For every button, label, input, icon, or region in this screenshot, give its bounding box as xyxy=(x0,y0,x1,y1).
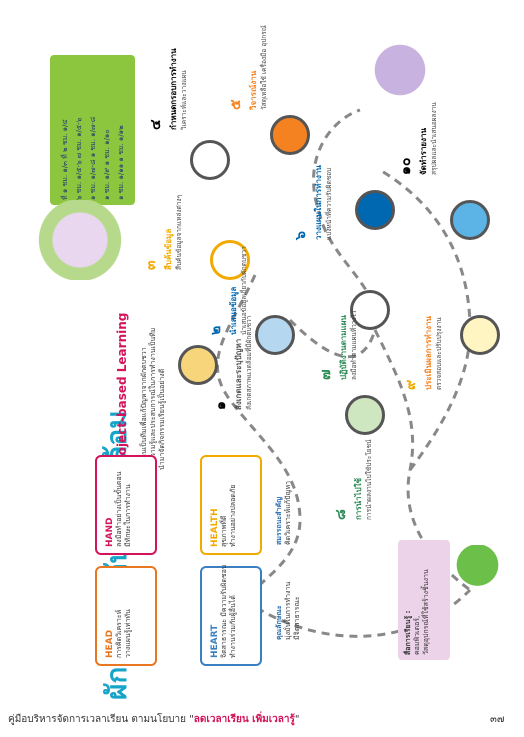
schedule-row: ๑ ชม. ๑/๑๑ ๑ ชม. ๑/๑๒ xyxy=(117,125,125,200)
health-card: HEALTH สุขภาพที่ดี ทำงานอย่างปลอดภัย xyxy=(200,455,262,555)
health-title: HEALTH xyxy=(210,508,220,547)
note-box: สื่อการเรียนรู้ : คอมพิวเตอร์, วัสดุอุปก… xyxy=(398,540,450,660)
step-3-icon xyxy=(210,240,250,280)
step-title: การนำไปใช้ xyxy=(354,477,363,520)
step-num: ๓ xyxy=(143,260,159,270)
step-1-icon xyxy=(178,345,218,385)
head-card: HEAD การคิดวิเคราะห์ วางแผนรู้เท่าทัน xyxy=(95,566,157,666)
step-6-icon xyxy=(355,190,395,230)
step-10-icon xyxy=(450,200,490,240)
hand-text: มีทักษะในการทำงาน xyxy=(124,484,132,547)
traits-block: คุณลักษณะ มุ่งมั่นในการทำงาน มีจิตสาธารณ… xyxy=(275,582,302,640)
schedule-row: ที่ ๑ ชม. ๑/๓ ที่ ๒ ชม. ๑/๔ xyxy=(61,119,69,200)
step-2-icon xyxy=(255,315,295,355)
step-title: นำเสนอข้อมูล xyxy=(229,286,238,335)
step-text: ตรวจสอบและปรับปรุงงาน xyxy=(435,317,443,390)
health-text: สุขภาพที่ดี xyxy=(220,515,228,547)
step-4-label: ๔ กำหนดกรอบการทำงาน วิเคราะห์และวางแผน xyxy=(145,48,188,130)
hand-title: HAND xyxy=(105,517,115,547)
step-text: นำเสนอข้อมูลเกี่ยวกับผักตบชวา xyxy=(240,246,248,335)
step-text: ลงมือทำตามแผนที่วางไว้ xyxy=(350,310,358,380)
head-text: การคิดวิเคราะห์ xyxy=(115,609,123,658)
note-title: สื่อการเรียนรู้ : xyxy=(404,610,412,655)
step-text: แบ่งหน้าที่ความรับผิดชอบ xyxy=(325,167,333,240)
health-text: ทำงานอย่างปลอดภัย xyxy=(229,484,237,547)
hand-text: ลงมือทำอย่างเป็นขั้นตอน xyxy=(115,471,123,547)
step-title: สืบค้นข้อมูล xyxy=(164,228,173,270)
intro-line: ใช้ความรู้และประสบการณ์ในการทำงานเป็นทีม xyxy=(149,327,157,470)
step-10-label: ๑๐ จัดทำรายงาน สรุปผลและนำเสนอผลงาน xyxy=(395,102,438,175)
heart-text: จิตสาธารณะ มีความรับผิดชอบ xyxy=(220,564,228,658)
step-5-icon xyxy=(270,115,310,155)
heart-title: HEART xyxy=(210,624,220,658)
schedule-row: ๑ ชม. ๑/๙ ๑ ชม. ๑/๑๐ xyxy=(103,129,111,200)
footer-text: คู่มือบริหารจัดการเวลาเรียน ตามนโยบาย "ล… xyxy=(8,714,300,725)
step-num: ๙ xyxy=(403,379,419,390)
head-text: วางแผนรู้เท่าทัน xyxy=(124,609,132,658)
intro-text: ทำงานเป็นทีมเพื่อแก้ปัญหาจากผักตบชวา ใช้… xyxy=(140,328,167,470)
step-title: ปฏิบัติงานตามแผน xyxy=(339,315,348,380)
hand-card: HAND ลงมือทำอย่างเป็นขั้นตอน มีทักษะในกา… xyxy=(95,455,157,555)
competency-title: สมรรถนะสำคัญ xyxy=(275,496,283,545)
step-8-icon xyxy=(345,395,385,435)
head-title: HEAD xyxy=(105,629,115,658)
competency-text: คิดวิเคราะห์แก้ปัญหา xyxy=(284,480,292,545)
step-num: ๘ xyxy=(333,509,349,520)
schedule-row: ๖ ชม. ๑/๕-๖ ๗ ชม. ๑/๕-๖ xyxy=(75,117,83,200)
step-8-label: ๘ การนำไปใช้ การนำผลงานไปใช้ประโยชน์ xyxy=(330,440,373,520)
step-9-label: ๙ ประเมินผลการทำงาน ตรวจสอบและปรับปรุงงา… xyxy=(400,316,443,390)
intro-line: นำมาจัดกิจกรรมเรียนรู้เป็นอย่างดี xyxy=(158,368,166,470)
page-number: ๓๗ xyxy=(490,714,505,725)
schedule-row: ๑ ชม. ๑/๗-๘ ๑ ชม. ๑/๗-๘ xyxy=(89,116,97,200)
traits-title: คุณลักษณะ xyxy=(275,605,283,640)
step-2-label: ๒ นำเสนอข้อมูล นำเสนอข้อมูลเกี่ยวกับผักต… xyxy=(205,246,248,335)
heart-text: ทำงานร่วมกับผู้อื่นได้ xyxy=(229,595,237,658)
competency-block: สมรรถนะสำคัญ คิดวิเคราะห์แก้ปัญหา xyxy=(275,481,293,545)
step-text: วัสดุเหลือใช้ เครื่องมือ อุปกรณ์ xyxy=(260,25,268,110)
step-7-label: ๗ ปฏิบัติงานตามแผน ลงมือทำตามแผนที่วางไว… xyxy=(315,310,358,380)
step-4-icon xyxy=(190,140,230,180)
plant-illustration xyxy=(455,545,500,595)
note-text: วัสดุอุปกรณ์ที่ใช้สร้างชิ้นงาน xyxy=(422,569,430,655)
step-3-label: ๓ สืบค้นข้อมูล สืบค้นข้อมูลจากแหล่งต่างๆ xyxy=(140,195,183,270)
step-5-label: ๕ วิจารณ์งาน วัสดุเหลือใช้ เครื่องมือ อุ… xyxy=(225,25,268,110)
step-7-icon xyxy=(350,290,390,330)
step-text: วิเคราะห์และวางแผน xyxy=(180,70,188,130)
intro-line: ทำงานเป็นทีมเพื่อแก้ปัญหาจากผักตบชวา xyxy=(140,347,148,470)
note-text: คอมพิวเตอร์, xyxy=(413,615,421,655)
heart-card: HEART จิตสาธารณะ มีความรับผิดชอบ ทำงานร่… xyxy=(200,564,262,666)
step-num: ๔ xyxy=(148,119,164,130)
step-num: ๕ xyxy=(228,99,244,110)
footer-prefix: คู่มือบริหารจัดการเวลาเรียน ตามนโยบาย xyxy=(8,714,187,725)
step-title: กำหนดกรอบการทำงาน xyxy=(169,48,178,130)
step-text: สืบค้นข้อมูลจากแหล่งต่างๆ xyxy=(175,194,183,270)
step-9-icon xyxy=(460,315,500,355)
step-title: จัดทำรายงาน xyxy=(419,128,428,175)
step-num: ๒ xyxy=(208,325,224,335)
step-num: ๖ xyxy=(293,231,309,240)
step-title: วางแผนในการทำงาน xyxy=(314,165,323,240)
step-text: การนำผลงานไปใช้ประโยชน์ xyxy=(365,439,373,520)
step-title: วิจารณ์งาน xyxy=(249,70,258,110)
step-num: ๑๐ xyxy=(398,157,414,175)
step-text: สรุปผลและนำเสนอผลงาน xyxy=(430,102,438,175)
flower-illustration xyxy=(25,200,135,280)
schedule-banner: ที่ ๑ ชม. ๑/๓ ที่ ๒ ชม. ๑/๔ ๖ ชม. ๑/๕-๖ … xyxy=(50,55,135,205)
traits-text: มุ่งมั่นในการทำงาน xyxy=(284,581,292,640)
flower-illustration xyxy=(360,40,440,100)
step-6-label: ๖ วางแผนในการทำงาน แบ่งหน้าที่ความรับผิด… xyxy=(290,165,333,240)
footer-highlight: ลดเวลาเรียน เพิ่มเวลารู้ xyxy=(193,714,295,725)
page-subtitle: Project-based Learning xyxy=(115,312,129,470)
step-title: ประเมินผลการทำงาน xyxy=(424,315,433,390)
step-num: ๗ xyxy=(318,369,334,380)
traits-text: มีจิตสาธารณะ xyxy=(293,596,301,640)
